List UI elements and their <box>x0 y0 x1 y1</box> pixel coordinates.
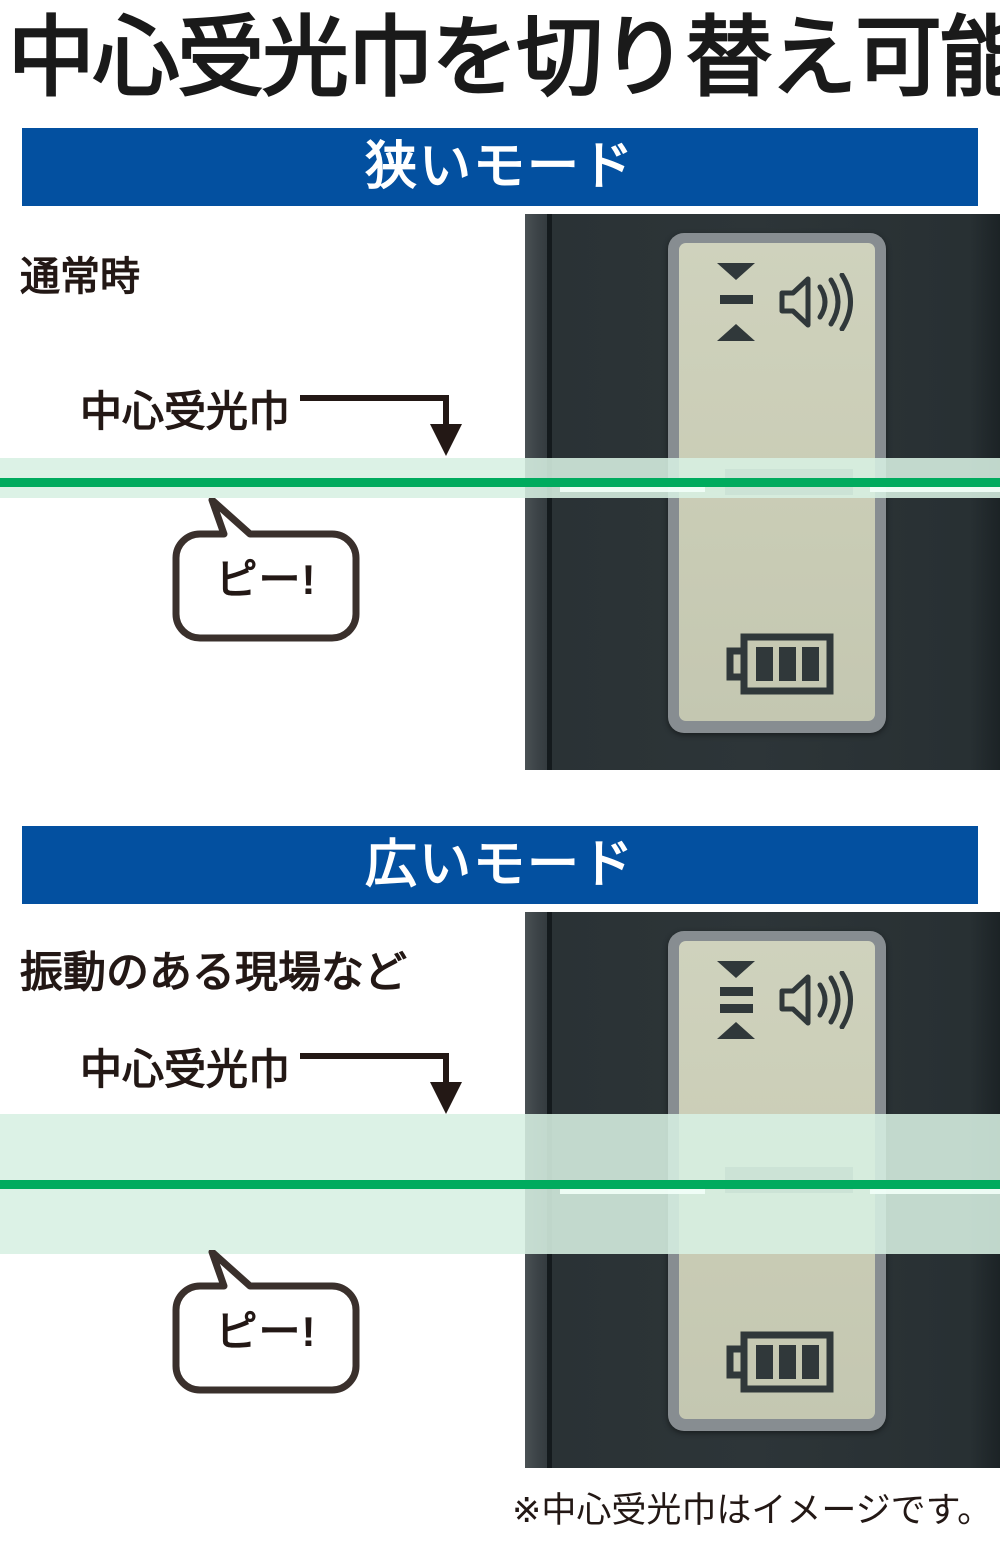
triangle-down-icon <box>717 263 755 280</box>
lcd-indicator-group-wide <box>701 959 861 1039</box>
speech-bubble-wide: ピー! <box>172 1248 360 1396</box>
page-title: 中心受光巾を切り替え可能 <box>8 8 1000 107</box>
laser-beam-line-wide <box>0 1180 1000 1189</box>
speech-bubble-narrow: ピー! <box>172 496 360 644</box>
beam-glow-wide <box>560 1189 705 1194</box>
mode-banner-narrow: 狭いモード <box>22 128 978 206</box>
caption-normal-condition: 通常時 <box>20 255 140 299</box>
beam-glow-narrow-right <box>870 487 1000 492</box>
center-band-bar-icon <box>720 295 753 304</box>
triangle-down-icon <box>717 961 755 978</box>
beam-glow-wide-right <box>870 1189 1000 1194</box>
battery-full-icon <box>726 633 834 695</box>
leader-arrow-narrow-icon <box>300 395 462 456</box>
center-band-bar-icon-upper <box>720 987 753 996</box>
speaker-volume-icon <box>779 273 853 331</box>
leader-label-narrow: 中心受光巾 <box>80 388 291 435</box>
caption-vibration-site: 振動のある現場など <box>20 949 407 997</box>
footnote-disclaimer: ※中心受光巾はイメージです。 <box>512 1491 993 1530</box>
speaker-volume-icon <box>779 971 853 1029</box>
leader-label-wide: 中心受光巾 <box>80 1046 291 1093</box>
beam-glow-narrow <box>560 487 705 492</box>
lcd-indicator-group-narrow <box>701 261 861 341</box>
triangle-up-icon <box>717 1022 755 1039</box>
center-band-bar-icon-lower <box>720 1004 753 1013</box>
leader-arrow-wide-icon <box>300 1053 462 1114</box>
mode-banner-wide: 広いモード <box>22 826 978 904</box>
speech-bubble-shape-wide <box>172 1248 360 1394</box>
triangle-up-icon <box>717 324 755 341</box>
laser-beam-line-narrow <box>0 478 1000 487</box>
speech-bubble-shape-narrow <box>172 496 360 642</box>
battery-full-icon <box>726 1331 834 1393</box>
